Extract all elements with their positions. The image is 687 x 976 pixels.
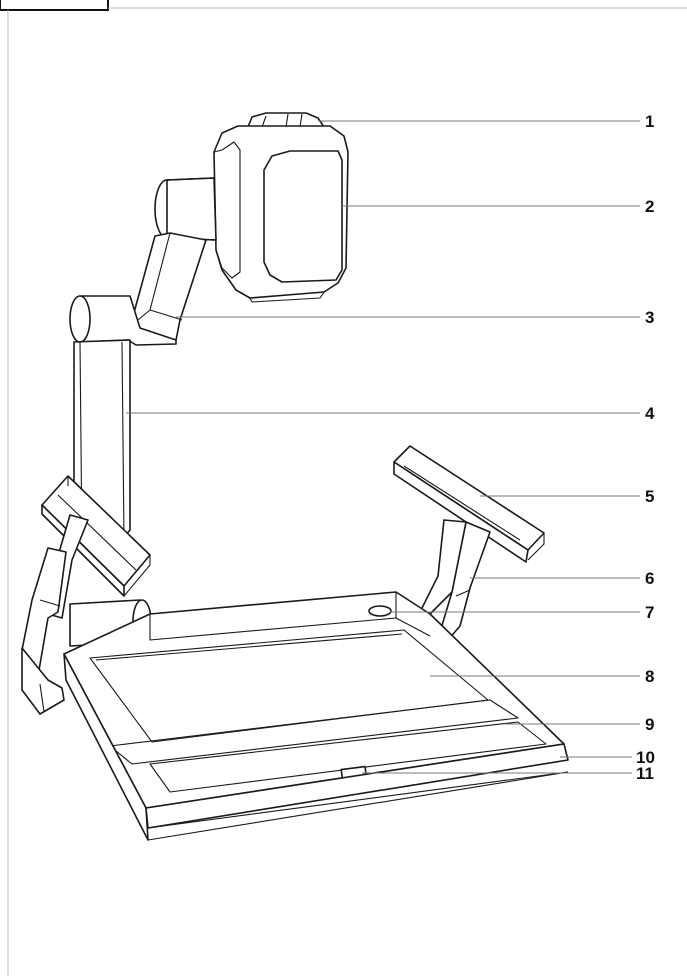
upper-arm bbox=[69, 177, 217, 346]
callout-5: 5 bbox=[645, 487, 654, 506]
camera-head bbox=[213, 112, 349, 303]
callout-6: 6 bbox=[645, 569, 654, 588]
callout-2: 2 bbox=[645, 197, 654, 216]
base bbox=[63, 591, 569, 841]
callout-1: 1 bbox=[645, 112, 654, 131]
callout-4: 4 bbox=[645, 404, 655, 423]
callout-10: 10 bbox=[636, 748, 655, 767]
callout-9: 9 bbox=[645, 715, 654, 734]
right-lamp-arm bbox=[393, 445, 545, 641]
callout-11: 11 bbox=[636, 764, 654, 783]
header-tab-box bbox=[0, 0, 109, 11]
callouts: 1 2 3 4 5 6 7 8 9 10 11 bbox=[126, 112, 655, 783]
callout-3: 3 bbox=[645, 308, 654, 327]
callout-8: 8 bbox=[645, 667, 654, 686]
callout-7: 7 bbox=[645, 603, 654, 622]
